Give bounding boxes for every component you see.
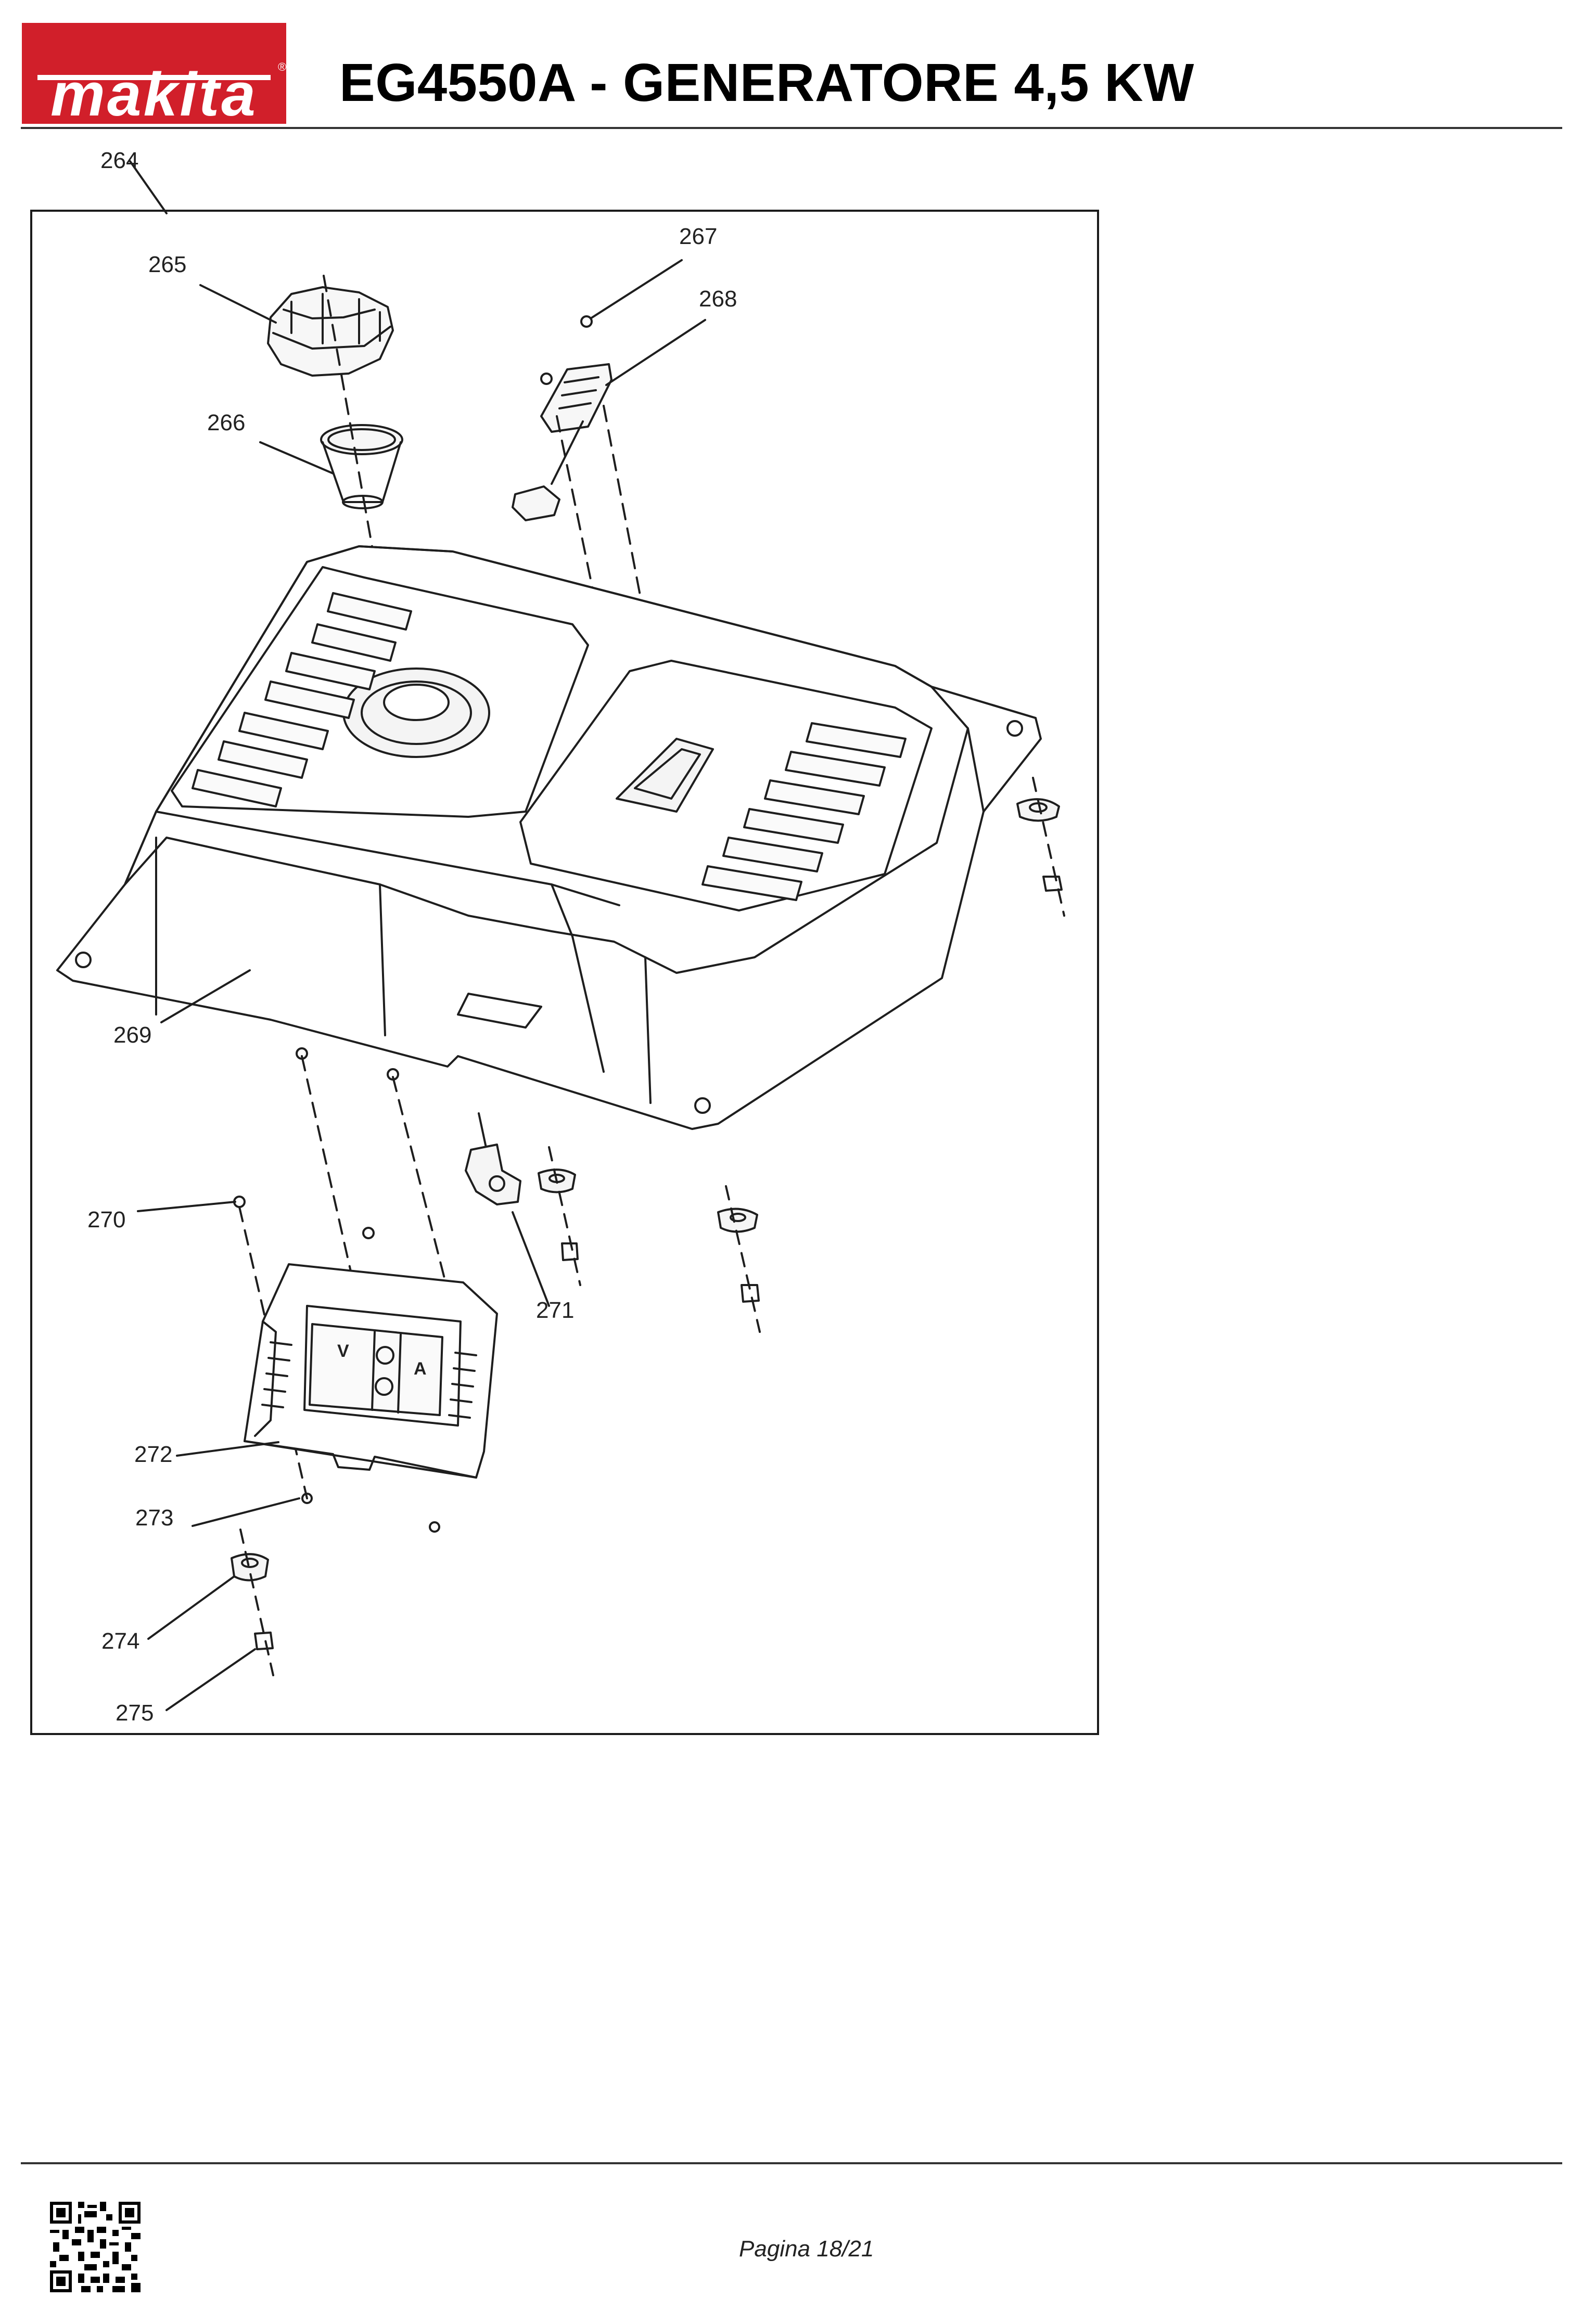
part-label-264: 264 xyxy=(100,148,139,173)
part-label-274: 274 xyxy=(101,1628,140,1654)
center-mount-feet xyxy=(538,1146,761,1333)
leader-273 xyxy=(192,1497,300,1527)
part-label-268: 268 xyxy=(699,286,737,312)
leader-270 xyxy=(137,1201,236,1212)
leader-264 xyxy=(129,160,168,214)
makita-logo-graphic: makita ® xyxy=(22,23,286,124)
panel-nuts xyxy=(301,1493,440,1533)
part-label-273: 273 xyxy=(135,1505,174,1531)
qr-code-icon xyxy=(50,2202,141,2292)
part-label-275: 275 xyxy=(116,1700,154,1726)
leader-272 xyxy=(176,1441,279,1457)
leader-269 xyxy=(160,969,251,1023)
qr-code-graphic xyxy=(50,2202,141,2292)
right-mount-feet xyxy=(1016,777,1065,917)
part-label-271: 271 xyxy=(536,1298,575,1323)
svg-text:makita: makita xyxy=(50,60,258,124)
leader-266 xyxy=(259,441,334,474)
makita-logo: makita ® xyxy=(22,23,286,124)
fuel-cap-part xyxy=(267,286,394,377)
footer-divider xyxy=(21,2162,1562,2164)
leader-275 xyxy=(165,1648,256,1711)
leader-265 xyxy=(199,284,277,324)
part-label-267: 267 xyxy=(679,224,718,249)
leader-271 xyxy=(512,1211,550,1307)
part-label-272: 272 xyxy=(134,1442,173,1467)
fuel-gauge-part xyxy=(512,315,613,521)
part-label-270: 270 xyxy=(87,1207,126,1232)
control-panel-part xyxy=(244,1263,498,1479)
page-title: EG4550A - GENERATORE 4,5 KW xyxy=(339,53,1194,112)
svg-text:®: ® xyxy=(278,60,286,73)
fuel-strainer-part xyxy=(320,424,403,509)
exploded-parts-diagram xyxy=(56,160,1065,1711)
leader-267 xyxy=(590,259,683,319)
part-label-269: 269 xyxy=(113,1022,152,1048)
header-divider xyxy=(21,127,1562,129)
part-label-265: 265 xyxy=(148,252,187,277)
leader-268 xyxy=(605,319,706,386)
diagram-frame xyxy=(30,210,1099,1735)
leader-274 xyxy=(147,1575,235,1640)
page-number: Pagina 18/21 xyxy=(739,2236,874,2262)
volt-meter-marking: V xyxy=(337,1341,349,1361)
fuel-valve-part xyxy=(465,1112,521,1205)
front-mount-foot xyxy=(231,1529,274,1676)
fuel-tank-part xyxy=(56,545,1042,1130)
part-label-266: 266 xyxy=(207,410,246,435)
amp-meter-marking: A xyxy=(414,1359,427,1379)
